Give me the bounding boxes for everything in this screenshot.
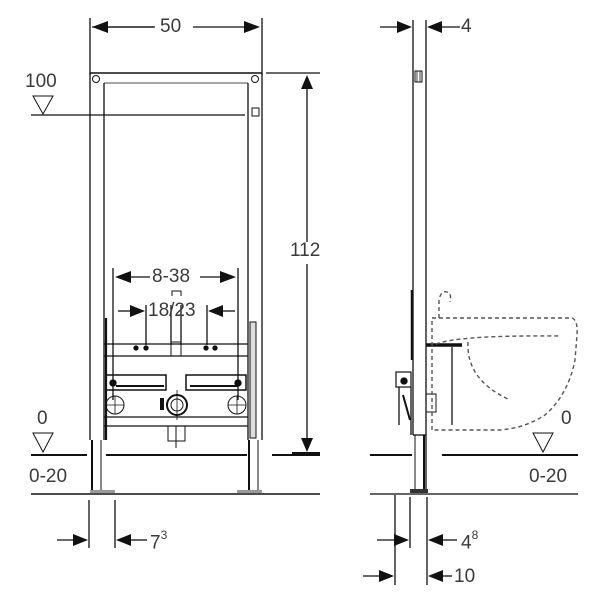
frame-depth-label: 4 (461, 16, 472, 37)
foot-depth-label: 48 (461, 528, 479, 554)
floor-range-label-side: 0-20 (529, 466, 568, 487)
height-dimension-label: 112 (290, 240, 321, 261)
front-view (31, 18, 320, 548)
top-level-label: 100 (25, 71, 57, 92)
floor-range-label-front: 0-20 (29, 466, 68, 487)
floor-level-label-side: 0 (561, 408, 572, 429)
foot-width-label: 73 (150, 528, 168, 554)
total-depth-label: 10 (454, 566, 476, 587)
connection-spacing-label: 18/23 (148, 300, 196, 321)
width-dimension-label: 50 (160, 16, 182, 37)
mounting-spacing-label: 8-38 (152, 266, 191, 287)
side-view (363, 20, 578, 585)
floor-level-label-front: 0 (37, 408, 48, 429)
